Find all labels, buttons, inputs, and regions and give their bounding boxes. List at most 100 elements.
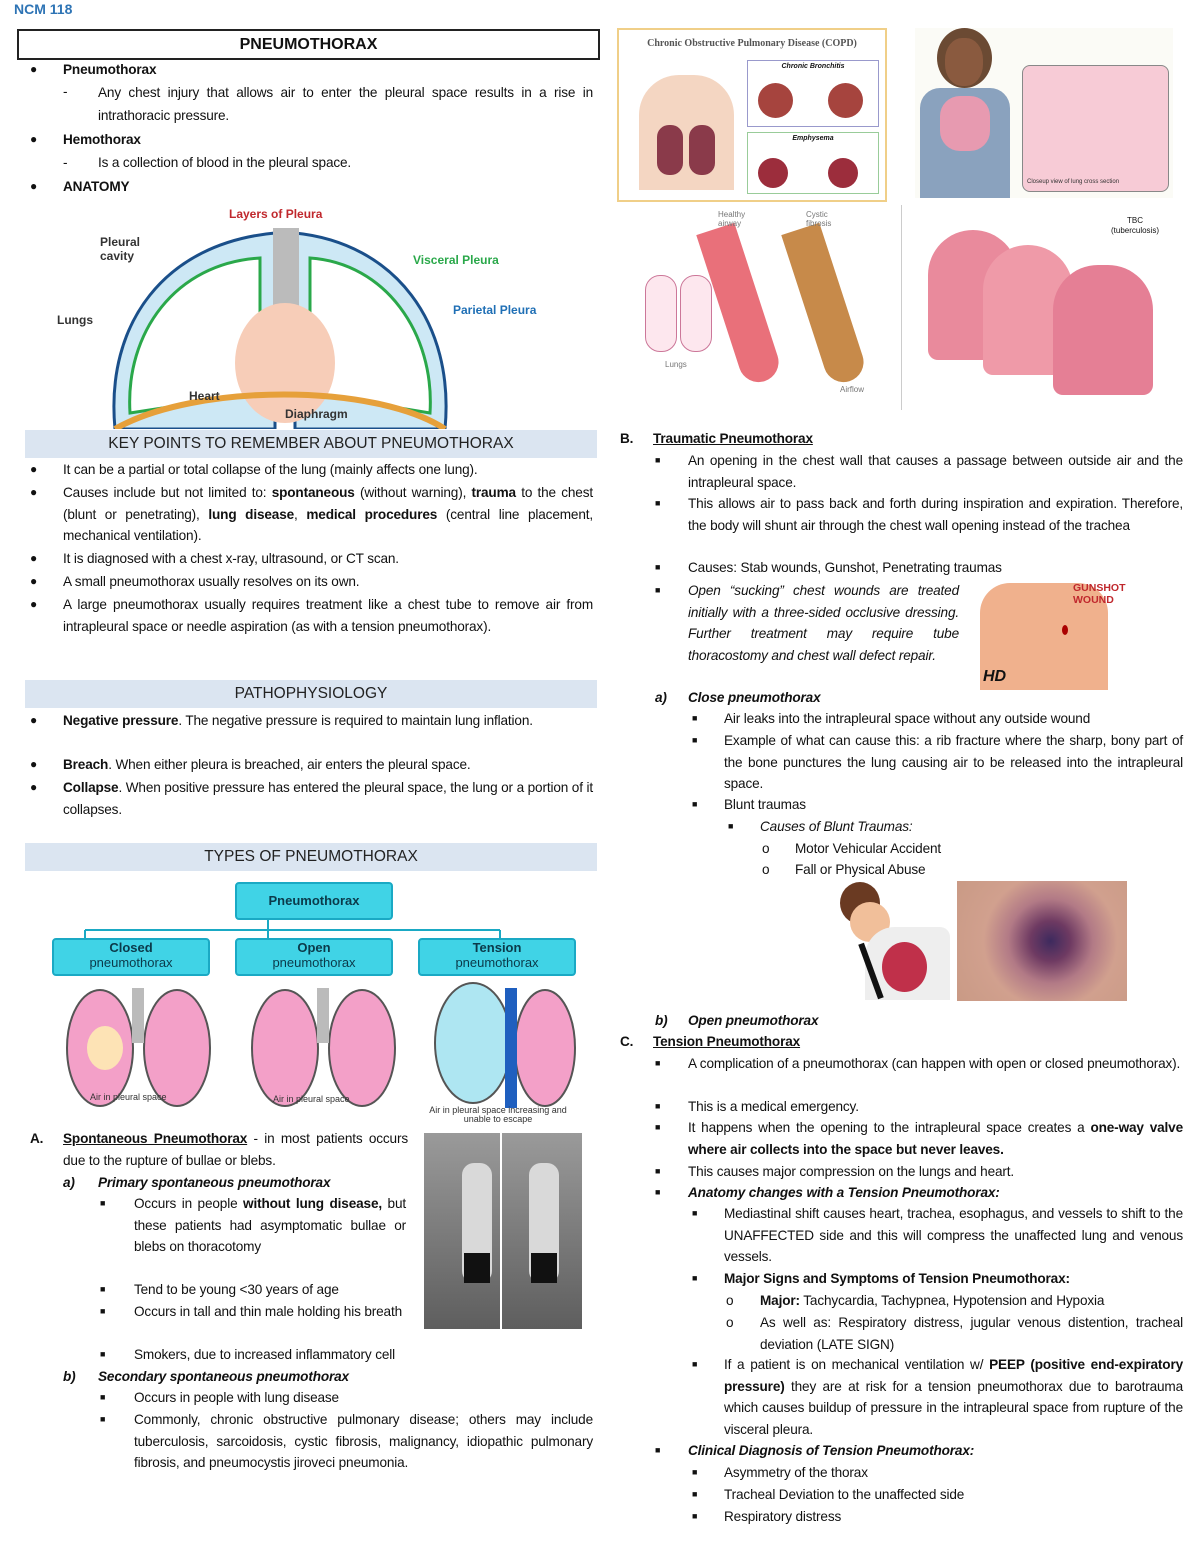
bullet: o bbox=[726, 1315, 734, 1330]
term-hemothorax: Hemothorax bbox=[63, 132, 141, 147]
list-item: It happens when the opening to the intra… bbox=[688, 1117, 1183, 1160]
cystic-fibrosis-image: Healthy airway Cystic fibrosis Lungs Air… bbox=[630, 205, 898, 410]
text: pneumothorax bbox=[272, 955, 356, 970]
text: without lung disease, bbox=[243, 1196, 382, 1211]
course-code: NCM 118 bbox=[14, 1, 73, 17]
label: Airflow bbox=[840, 385, 865, 394]
section-letter: B. bbox=[620, 431, 634, 446]
bullet: ■ bbox=[692, 1273, 698, 1283]
patho-item: Negative pressure. The negative pressure… bbox=[63, 710, 593, 732]
text: pneumothorax bbox=[89, 955, 173, 970]
label-pleural-cavity: Pleural cavity bbox=[100, 235, 141, 263]
bullet: ■ bbox=[100, 1414, 106, 1424]
bullet: ■ bbox=[692, 1511, 698, 1521]
sub-title: Close pneumothorax bbox=[688, 690, 821, 705]
label: Chronic Bronchitis bbox=[781, 63, 845, 70]
bullet: ● bbox=[30, 780, 38, 794]
key-point: It can be a partial or total collapse of… bbox=[63, 462, 478, 477]
list-item: This is a medical emergency. bbox=[688, 1099, 859, 1114]
term-anatomy: ANATOMY bbox=[63, 179, 130, 194]
bullet: ■ bbox=[655, 1166, 661, 1176]
bullet: ■ bbox=[655, 455, 661, 465]
bruise-photo bbox=[957, 881, 1127, 1001]
text: Tachycardia, Tachypnea, Hypotension and … bbox=[799, 1293, 1105, 1308]
list-item: Respiratory distress bbox=[724, 1509, 842, 1524]
text: medical procedures bbox=[306, 506, 438, 522]
label-diaphragm: Diaphragm bbox=[285, 407, 348, 421]
bullet: ● bbox=[30, 485, 38, 499]
text: lung disease bbox=[208, 506, 295, 522]
dash: - bbox=[63, 155, 68, 170]
list-item: This allows air to pass back and forth d… bbox=[688, 496, 1183, 533]
bullet: ■ bbox=[100, 1349, 106, 1359]
text: - in most patients occurs due to the rup… bbox=[63, 1131, 408, 1168]
bullet: ■ bbox=[655, 1445, 661, 1455]
key-point: A small pneumothorax usually resolves on… bbox=[63, 574, 360, 589]
caption: Air in pleural space bbox=[90, 1092, 167, 1102]
list-item: As well as: Respiratory distress, jugula… bbox=[760, 1315, 1183, 1352]
term: Collapse bbox=[63, 780, 119, 795]
term-pneumothorax: Pneumothorax bbox=[63, 62, 157, 77]
list-item: Occurs in tall and thin male holding his… bbox=[134, 1304, 402, 1319]
bullet: ■ bbox=[728, 821, 734, 831]
sub-title: Secondary spontaneous pneumothorax bbox=[98, 1369, 349, 1384]
sub-label: a) bbox=[63, 1175, 75, 1190]
sub-label: b) bbox=[655, 1013, 668, 1028]
tuberculosis-lungs-image: TBC (tuberculosis) bbox=[918, 210, 1173, 405]
label: Closeup view of lung cross section bbox=[1027, 179, 1120, 185]
list-item: Motor Vehicular Accident bbox=[795, 841, 942, 856]
sub-title: Primary spontaneous pneumothorax bbox=[98, 1175, 331, 1190]
types-heading: TYPES OF PNEUMOTHORAX bbox=[25, 843, 597, 871]
sub-label: b) bbox=[63, 1369, 76, 1384]
label-heart: Heart bbox=[189, 389, 220, 403]
bullet: ● bbox=[30, 713, 38, 727]
text: spontaneous bbox=[271, 485, 355, 500]
patho-item: Breach. When either pleura is breached, … bbox=[63, 754, 593, 776]
list-item: An opening in the chest wall that causes… bbox=[688, 453, 1183, 490]
bullet: ● bbox=[30, 757, 38, 771]
bullet: ● bbox=[30, 551, 38, 565]
text: . When positive pressure has entered the… bbox=[63, 780, 593, 817]
list-item: Major Signs and Symptoms of Tension Pneu… bbox=[724, 1271, 1070, 1286]
bullet: ● bbox=[30, 62, 38, 76]
list-item: If a patient is on mechanical ventilatio… bbox=[724, 1354, 1183, 1440]
bullet: ● bbox=[30, 597, 38, 611]
section-letter: C. bbox=[620, 1034, 634, 1049]
pathophysiology-heading: PATHOPHYSIOLOGY bbox=[25, 680, 597, 708]
bullet: ■ bbox=[100, 1284, 106, 1294]
text: (without warning), bbox=[354, 485, 472, 500]
dash: - bbox=[63, 84, 68, 99]
term: Breach bbox=[63, 757, 109, 772]
label-lungs: Lungs bbox=[57, 313, 93, 327]
bullet: ■ bbox=[655, 1101, 661, 1111]
copd-image: Chronic Obstructive Pulmonary Disease (C… bbox=[617, 28, 887, 202]
text: but these patients had asymptomatic bull… bbox=[134, 1196, 406, 1255]
gunshot-wound-image: GUNSHOT WOUND HD bbox=[978, 578, 1166, 690]
text: Open bbox=[297, 940, 331, 955]
bullet: ■ bbox=[655, 498, 661, 508]
bullet: ● bbox=[30, 179, 38, 193]
diagram-title: Layers of Pleura bbox=[229, 207, 323, 221]
text: to the chest (blunt or penetrating), bbox=[63, 485, 593, 522]
text: Occurs in people bbox=[134, 1196, 244, 1211]
bullet: ■ bbox=[655, 1058, 661, 1068]
caption: Air in pleural space bbox=[273, 1094, 350, 1104]
label-parietal-pleura: Parietal Pleura bbox=[453, 303, 537, 317]
text: Major: bbox=[760, 1293, 800, 1308]
list-item: Occurs in people with lung disease bbox=[134, 1390, 339, 1405]
text: PEEP (positive end-expiratory pressure) bbox=[724, 1357, 1183, 1394]
text: It happens when the opening to the intra… bbox=[688, 1120, 1091, 1135]
label: Emphysema bbox=[792, 135, 834, 142]
bullet: o bbox=[762, 841, 770, 856]
def-pneumothorax: Any chest injury that allows air to ente… bbox=[98, 85, 593, 123]
list-item: A complication of a pneumothorax (can ha… bbox=[688, 1056, 1181, 1071]
term: Negative pressure bbox=[63, 713, 179, 728]
bullet: ■ bbox=[692, 1208, 698, 1218]
copd-title: Chronic Obstructive Pulmonary Disease (C… bbox=[647, 38, 857, 49]
chest-injury-illustration bbox=[820, 882, 952, 1000]
